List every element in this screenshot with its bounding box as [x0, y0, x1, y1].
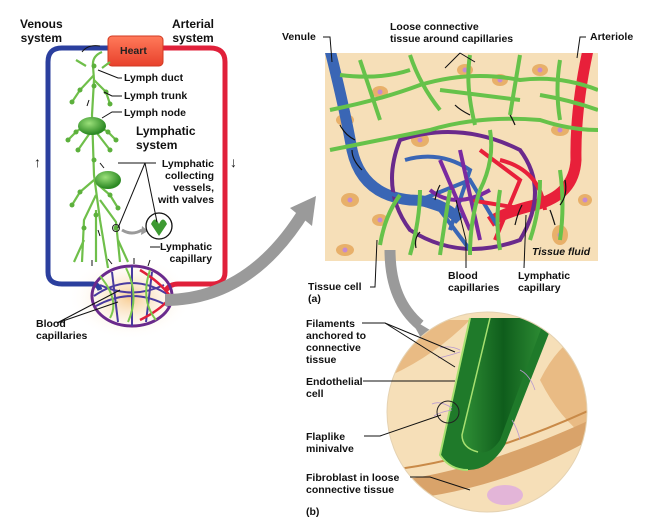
venous-system-label: Venous system [20, 17, 63, 45]
tissue-fluid-label: Tissue fluid [532, 246, 591, 258]
minivalve-label: Flaplike minivalve [306, 431, 354, 455]
tissue-cell-label: Tissue cell [308, 281, 362, 293]
collecting-vessels-label: Lymphatic collecting vessels, with valve… [158, 158, 215, 206]
lymph-node-lower [95, 171, 121, 189]
loose-connective-label: Loose connective tissue around capillari… [390, 21, 514, 45]
endothelial-cell-label: Endothelial cell [306, 376, 363, 400]
panel-a-blood-capillaries-label: Blood capillaries [448, 270, 500, 294]
fibroblast-nucleus [487, 485, 523, 505]
lymph-capillary-lumen [462, 318, 545, 453]
valve-icon [151, 219, 167, 236]
arterial-system-label: Arterial system [172, 17, 215, 45]
fibroblast-label: Fibroblast in loose connective tissue [306, 472, 400, 496]
minivalve-ring [436, 400, 460, 424]
lymph-node-label: Lymph node [124, 107, 187, 119]
lymphatic-system-label: Lymphatic system [136, 124, 196, 152]
heart [107, 35, 164, 67]
valve-locator-ring [112, 224, 120, 232]
panel-b-illustration [387, 312, 587, 512]
arteriole [486, 53, 593, 227]
panel-b-leader-lines [362, 322, 471, 491]
arteriole-label: Arteriole [590, 31, 634, 43]
panel-a-leader-lines [323, 36, 586, 288]
filaments-label: Filaments anchored to connective tissue [306, 318, 367, 366]
flow-up-arrow-icon: ↑ [34, 154, 41, 170]
fibroblast [400, 420, 587, 500]
venous-vessel [45, 45, 110, 291]
arterial-vessel [158, 45, 228, 292]
lymph-duct-label: Lymph duct [124, 72, 184, 84]
overview-lymphatic-capillary-label: Lymphatic capillary [160, 241, 213, 265]
panel-a-tag: (a) [308, 293, 321, 305]
flow-down-arrow-icon: ↓ [230, 154, 237, 170]
venule-label: Venule [282, 31, 316, 43]
panel-b-tag: (b) [306, 506, 320, 518]
valve-zoom-arrow [121, 228, 143, 235]
panel-a-illustration [325, 53, 598, 261]
anchoring-filaments [431, 346, 536, 441]
panel-a-flow-arrows [339, 104, 567, 249]
zoom-arrow-to-panel-a [164, 206, 311, 306]
panel-a-lymphatic-capillary-label: Lymphatic capillary [518, 270, 571, 294]
lymph-flow-arrows [81, 45, 151, 267]
lymph-trunk-label: Lymph trunk [124, 90, 188, 102]
zoom-arrow-to-panel-b [384, 249, 424, 330]
lymph-node-upper [78, 117, 106, 135]
lymphatic-network [329, 54, 598, 256]
capillary-mesh [379, 130, 547, 252]
blood-capillary-bed [90, 264, 174, 328]
overview-panel [45, 35, 228, 340]
overview-leader-lines [56, 69, 160, 324]
lymph-vessel-tree [67, 50, 130, 269]
heart-label: Heart [120, 45, 147, 57]
lymph-bead-nodes [65, 63, 121, 231]
venule [325, 53, 464, 225]
overview-blood-capillaries-label: Blood capillaries [36, 318, 88, 342]
